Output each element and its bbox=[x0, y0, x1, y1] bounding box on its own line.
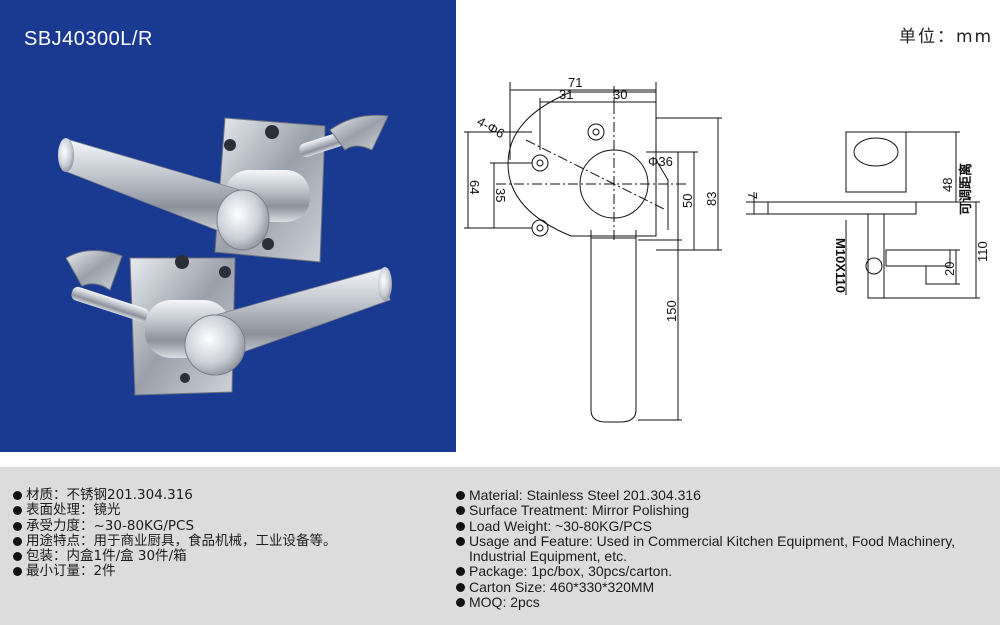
latch-upper-image bbox=[58, 114, 389, 263]
spec-panel: 材质：不锈钢201.304.316 表面处理：镜光 承受力度：~30-80KG/… bbox=[0, 467, 1000, 625]
spec-zh-package: 包装：内盒1件/盒 30件/箱 bbox=[12, 548, 442, 564]
technical-drawing: 71 31 30 4-Φ6 Φ36 64 35 50 83 150 7 48 可… bbox=[464, 75, 990, 423]
dim-height-50: 50 bbox=[680, 194, 695, 208]
spec-zh-surface: 表面处理：镜光 bbox=[12, 502, 442, 518]
dim-hole: 4-Φ6 bbox=[475, 114, 508, 142]
spec-zh-load: 承受力度：~30-80KG/PCS bbox=[12, 518, 442, 534]
side-view-plate bbox=[767, 201, 917, 215]
latch-lower-image bbox=[65, 250, 392, 396]
dim-plate: 7 bbox=[745, 192, 760, 199]
spec-en-load: Load Weight: ~30-80KG/PCS bbox=[455, 518, 990, 534]
dim-boss: Φ36 bbox=[648, 154, 673, 169]
dim-20: 20 bbox=[942, 262, 957, 276]
thread-label: M10X110 bbox=[833, 238, 848, 293]
spec-en-package: Package: 1pc/box, 30pcs/carton. bbox=[455, 564, 990, 579]
spec-en-carton: Carton Size: 460*330*320MM bbox=[455, 579, 990, 595]
product-photo-panel: SBJ40300L/R bbox=[0, 0, 456, 452]
spec-zh-moq: 最小订量：2件 bbox=[12, 564, 442, 579]
product-photo bbox=[58, 114, 392, 396]
model-code: SBJ40300L/R bbox=[24, 28, 153, 50]
front-view-backplate bbox=[507, 91, 657, 237]
dim-height-64: 64 bbox=[467, 180, 482, 194]
spec-zh-usage: 用途特点：用于商业厨具，食品机械，工业设备等。 bbox=[12, 533, 442, 549]
dim-width-right: 30 bbox=[613, 87, 627, 102]
spec-en-material: Material: Stainless Steel 201.304.316 bbox=[455, 487, 990, 503]
spec-list-english: Material: Stainless Steel 201.304.316 Su… bbox=[455, 487, 990, 610]
spec-list-chinese: 材质：不锈钢201.304.316 表面处理：镜光 承受力度：~30-80KG/… bbox=[12, 487, 442, 580]
side-view-body bbox=[845, 131, 907, 193]
spec-en-usage: Usage and Feature: Used in Commercial Ki… bbox=[455, 533, 989, 565]
dim-height-35: 35 bbox=[493, 188, 508, 202]
dim-adjustable: 48 bbox=[940, 178, 955, 192]
dim-110: 110 bbox=[975, 241, 990, 262]
unit-label: 单位：mm bbox=[899, 27, 994, 47]
dim-handle-length: 150 bbox=[664, 300, 679, 322]
dim-width-left: 31 bbox=[559, 87, 573, 102]
spec-en-moq: MOQ: 2pcs bbox=[455, 594, 990, 610]
spec-zh-material: 材质：不锈钢201.304.316 bbox=[12, 487, 442, 503]
spec-en-surface: Surface Treatment: Mirror Polishing bbox=[455, 502, 990, 518]
label-adjustable: 可调距离 bbox=[958, 163, 973, 215]
dim-height-83: 83 bbox=[704, 192, 719, 206]
dim-width-total: 71 bbox=[568, 75, 582, 90]
